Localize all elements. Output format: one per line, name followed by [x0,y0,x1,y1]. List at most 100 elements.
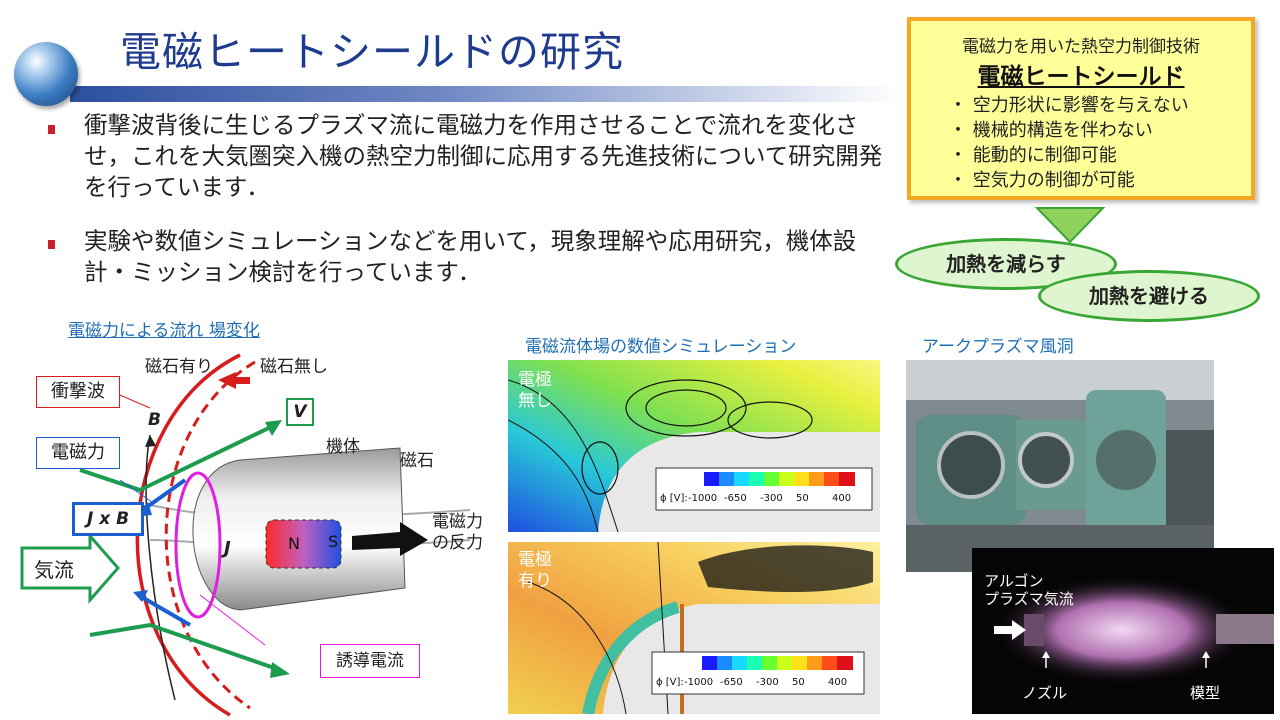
feature-item: ・ 機械的構造を伴わない [949,120,1153,141]
shock-without-magnet [164,360,256,710]
colorbar-segment [822,656,838,670]
port [1096,430,1156,490]
bullet-icon [48,240,55,249]
colorbar-segment [779,472,795,486]
label-model: 模型 [1190,684,1221,702]
port [1018,432,1074,488]
streamline [508,419,599,532]
colorbar-segment [794,472,810,486]
vortex [581,441,619,495]
colorbar [704,472,855,486]
colorbar-segment [734,472,750,486]
label-reaction-force: 電磁力 の反力 [432,512,483,553]
vortex [625,379,747,437]
colorbar-tick-label: -1000 [688,493,718,504]
vortex [727,401,813,439]
magnet-shape [265,519,342,569]
colorbar-var-label: ϕ [V]: [660,493,688,504]
feature-box: 電磁力を用いた熱空力制御技術 電磁ヒートシールド ・ 空力形状に影響を与えない … [907,17,1255,200]
feature-subtitle: 電磁力を用いた熱空力制御技術 [962,37,1200,57]
colorbar-segment [749,472,765,486]
streamline [527,581,627,714]
jxb-arrow [138,594,192,627]
feature-item: ・ 空力形状に影響を与えない [949,95,1189,116]
shift-arrow [218,372,250,389]
sim-label-with-electrode: 電極 有り [518,550,552,591]
colorbar-tick-label: 50 [796,493,809,504]
label-j: J [224,538,231,559]
vortex-region [698,545,873,592]
label-body: 機体 [326,437,360,457]
plasma-glow [992,575,1252,685]
sim-label-no-electrode: 電極 無し [518,370,552,411]
colorbar-segment [717,656,733,670]
flow-direction-arrow [994,620,1026,640]
colorbar-segment [762,656,778,670]
em-flow-diagram [20,353,471,717]
colorbar-segment [719,472,735,486]
bullet-icon [48,125,55,134]
feature-item: ・ 空気力の制御が可能 [949,170,1135,191]
feature-heading: 電磁ヒートシールド [977,64,1185,90]
label-with-magnet: 磁石有り [145,357,213,377]
flow-line [79,423,276,493]
simulation-panel-no-electrode: 電極 無し ϕ [V]: -1000 -650 -300 50 400 [508,360,880,532]
colorbar-segment [807,656,823,670]
bullet-text-1: 衝撃波背後に生じるプラズマ流に電磁力を作用させることで流れを変化させ，これを大気… [84,111,883,201]
colorbar-segment [702,656,718,670]
diagram-caption: 電磁力による流れ 場変化 [68,321,260,341]
colorbar-segment [837,656,853,670]
label-b: B [148,410,161,430]
model-shape [1216,614,1274,644]
colorbar-tick-label: -300 [760,493,783,504]
label-em-force: 電磁力 [36,437,120,469]
label-jxb: J x B [72,502,144,536]
colorbar-tick-label: 400 [828,677,848,688]
colorbar-segment [792,656,808,670]
simulation-caption: 電磁流体場の数値シミュレーション [525,337,797,357]
label-shock: 衝撃波 [36,376,120,408]
benefit-reduce-heating: 加熱を減らす [895,238,1117,290]
colorbar-segment [839,472,855,486]
label-argon-plasma-flow: アルゴン プラズマ気流 [984,572,1074,608]
colorbar-segment [764,472,780,486]
plasma-flow-photo: アルゴン プラズマ気流 ノズル 模型 [972,548,1274,714]
wind-tunnel-caption: アークプラズマ風洞 [922,337,1074,357]
port [937,431,1005,499]
colorbar-segment [732,656,748,670]
vortex [645,389,727,427]
colorbar-segment [809,472,825,486]
label-s-pole: S [328,532,339,551]
colorbar-segment [777,656,793,670]
title-underline-bar [70,86,900,102]
airflow-arrow [20,532,120,604]
label-v: V [286,398,314,426]
nozzle-shape [1024,614,1044,646]
colorbar-tick-label: 50 [792,677,805,688]
down-arrow-icon [1035,207,1105,244]
feature-item: ・ 能動的に制御可能 [949,145,1117,166]
colorbar-segment [704,472,720,486]
colorbar-ticks: -1000 -650 -300 50 400 [688,493,868,507]
colorbar-tick-label: -300 [756,677,779,688]
wind-tunnel-photo [906,360,1214,572]
colorbar-tick-label: -650 [724,493,747,504]
b-field-line [145,434,176,701]
colorbar-tick-label: -1000 [684,677,714,688]
colorbar-ticks: -1000 -650 -300 50 400 [684,677,864,691]
colorbar-tick-label: 400 [832,493,852,504]
label-without-magnet: 磁石無し [260,357,328,377]
colorbar-tick-label: -650 [720,677,743,688]
label-induced-current: 誘導電流 [320,644,420,678]
label-nozzle: ノズル [1022,684,1068,702]
flow-line [89,622,281,672]
page-title: 電磁ヒートシールドの研究 [120,28,624,76]
benefit-avoid-heating: 加熱を避ける [1038,270,1260,322]
label-magnet: 磁石 [400,451,434,471]
colorbar [702,656,853,670]
induced-current-loop [174,471,222,619]
label-airflow: 気流 [34,558,74,582]
bullet-text-2: 実験や数値シミュレーションなどを用いて，現象理解や応用研究，機体設計・ミッション… [84,227,857,286]
label-n-pole: N [288,534,300,553]
